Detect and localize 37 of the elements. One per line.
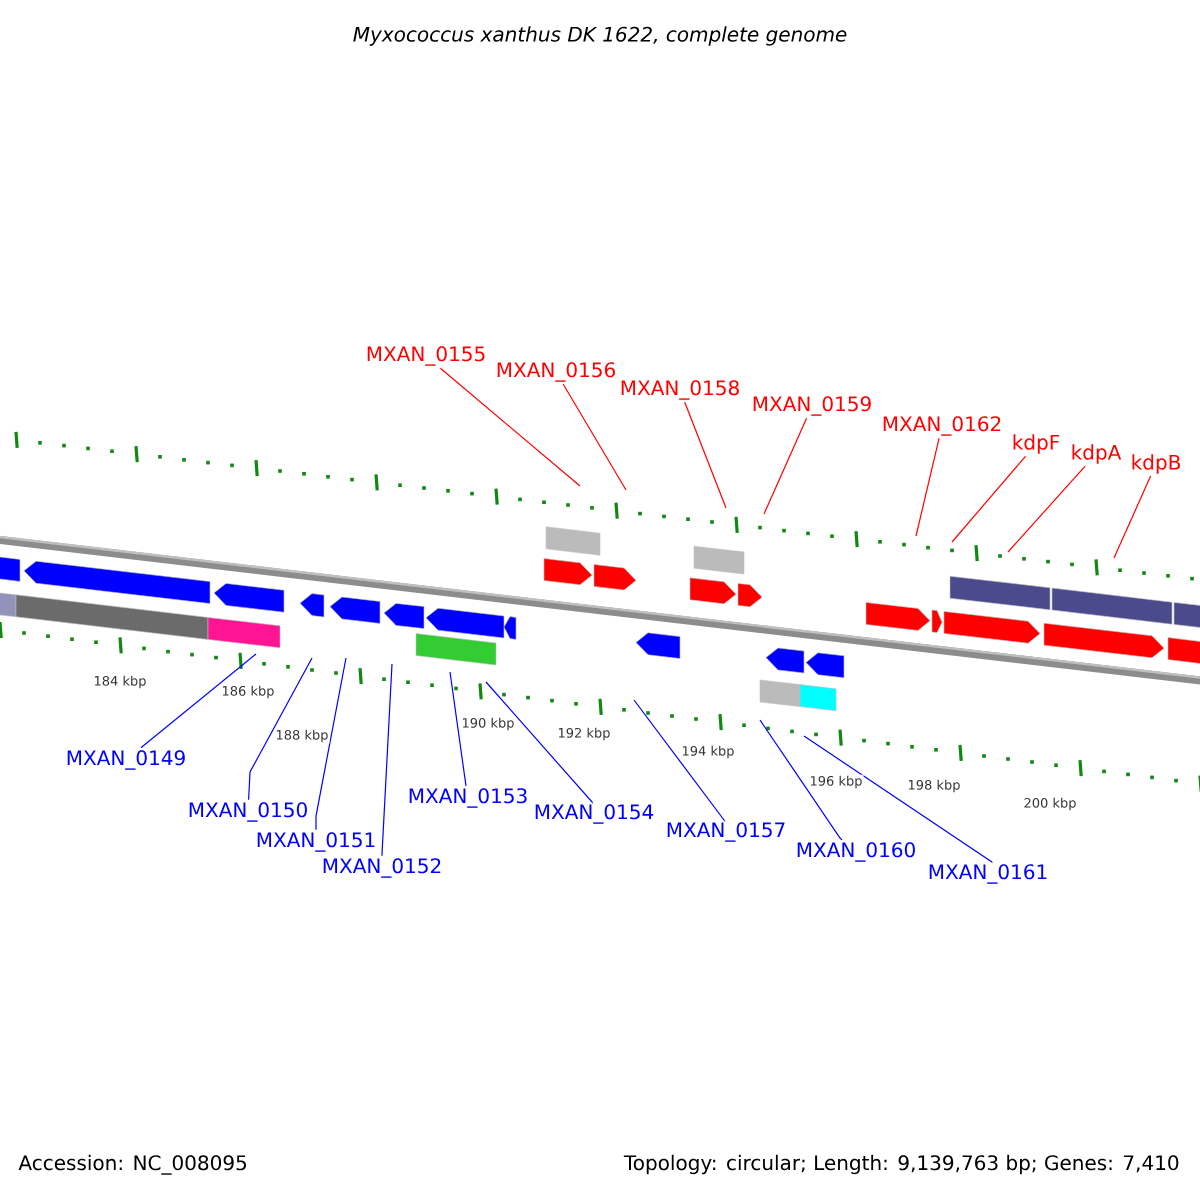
accession-text: Accession: NC_008095 [18, 1154, 247, 1175]
gene-label: MXAN_0161 [929, 864, 1047, 884]
gene-label: MXAN_0153 [409, 788, 527, 808]
leader-line [485, 681, 593, 804]
gene-label: MXAN_0152 [323, 858, 441, 878]
leader-line [633, 699, 725, 823]
title: Myxococcus xanthus DK 1622, complete genome [353, 26, 847, 46]
leader-line [915, 437, 940, 537]
genome-info-text: Topology: circular; Length: 9,139,763 bp; Genes: 7,410 [623, 1154, 1179, 1175]
leader-line [381, 663, 393, 857]
gene-label: MXAN_0149 [67, 750, 185, 770]
gene-label: MXAN_0160 [797, 842, 915, 862]
gene-label: kdpF [1013, 434, 1060, 454]
leader-line [803, 735, 993, 863]
leader-line [315, 657, 347, 831]
gene-label: MXAN_0151 [257, 832, 375, 852]
leader-line [140, 653, 257, 749]
leader-line [248, 657, 313, 801]
gene-label: MXAN_0158 [621, 380, 739, 400]
gene-label: MXAN_0150 [189, 802, 307, 822]
gene-label: MXAN_0156 [497, 362, 615, 382]
leader-line [763, 417, 808, 515]
leader-line [759, 719, 843, 841]
leader-line [439, 367, 581, 487]
gene-label: kdpA [1072, 444, 1122, 464]
gene-label: kdpB [1132, 454, 1180, 474]
leader-line [562, 383, 627, 491]
leader-line [951, 455, 1027, 543]
leader-line [449, 671, 467, 787]
gene-label: MXAN_0155 [367, 346, 485, 366]
gene-label: MXAN_0162 [883, 416, 1001, 436]
gene-label: MXAN_0159 [753, 396, 871, 416]
gene-label: MXAN_0154 [535, 804, 654, 824]
leader-line [684, 401, 727, 509]
gene-label: MXAN_0157 [667, 822, 785, 842]
leader-line [1007, 465, 1086, 553]
leader-line [1113, 475, 1152, 559]
